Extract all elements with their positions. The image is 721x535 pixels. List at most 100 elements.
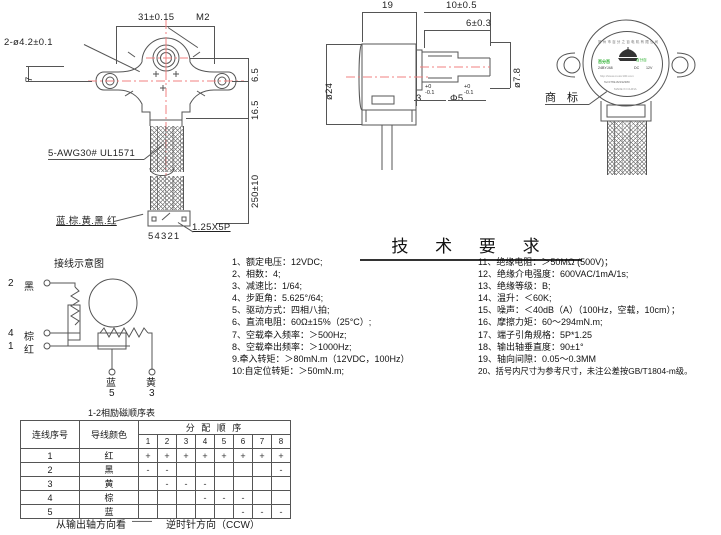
spec-item: 20、括号内尺寸为参考尺寸，未注公差按GB/T1804-m级。 xyxy=(478,365,693,376)
header-wire-color: 导线颜色 xyxy=(79,420,139,449)
plan-outline xyxy=(88,20,244,176)
tick-6_5-bot xyxy=(232,81,248,82)
row-color: 黑 xyxy=(79,462,139,477)
table-footer-left: 从输出轴方向看 xyxy=(56,520,126,531)
tech-requirements-title: 技 术 要 求 xyxy=(360,232,582,261)
spec-item: 16、摩擦力矩：60～294mN.m; xyxy=(478,317,603,328)
step-col-6: 6 xyxy=(233,434,253,449)
label-website: http://www.motor100.com xyxy=(600,74,634,78)
terminal-num-2: 2 xyxy=(8,278,14,289)
row-step: + xyxy=(233,448,253,463)
dim-31: 31±0.15 xyxy=(138,12,175,23)
terminal-num-3: 3 xyxy=(149,388,155,399)
spec-item: 9.牵入转矩：＞80mN.m（12VDC，100Hz） xyxy=(232,353,410,364)
row-step: - xyxy=(195,476,215,491)
dim-250-line xyxy=(248,118,249,224)
row-step: - xyxy=(138,462,158,477)
dim-d5-underline xyxy=(448,100,486,101)
dim-78-b xyxy=(490,88,510,89)
row-step xyxy=(176,490,196,505)
table-row: 2 黑 - - - xyxy=(20,462,291,477)
dim-3: 3 xyxy=(416,93,422,104)
dim-6: 6±0.3 xyxy=(466,18,492,29)
spec-item: 15、噪声：＜40dB（A）（100Hz，空载，10cm）； xyxy=(478,305,681,316)
dim-78-t xyxy=(490,42,510,43)
dim-24-line xyxy=(326,44,327,124)
spec-item: 3、减速比：1/64; xyxy=(232,281,303,292)
ext-line-left xyxy=(116,26,117,64)
dim-16-5: 16.5 xyxy=(250,100,261,120)
side-outline xyxy=(346,43,491,170)
row-step: + xyxy=(138,448,158,463)
terminal-num-5: 5 xyxy=(109,388,115,399)
dim-dia7-8: ø7.8 xyxy=(512,67,523,88)
row-step: - xyxy=(195,490,215,505)
spec-item: 14、温升：＜60K; xyxy=(478,293,552,304)
row-step xyxy=(214,476,234,491)
trademark-label: 商 标 xyxy=(545,92,583,104)
wiring-caption: 接线示意图 xyxy=(54,259,104,270)
dim-250: 250±10 xyxy=(250,174,261,208)
dim-d5-tol-up: +0 xyxy=(464,84,471,90)
dim-d5-tol-dn: -0.1 xyxy=(464,89,474,96)
spec-item: 12、绝缘介电强度：600VAC/1mA/1s; xyxy=(478,269,629,280)
label-tel: Tel:0769-82192380 xyxy=(604,80,630,84)
dim-d5-group: Φ5 +0 -0.1 xyxy=(450,84,473,106)
row-step xyxy=(233,462,253,477)
row-step xyxy=(214,462,234,477)
label-company-arc: 常 州 市 百 分 之 百 电 机 有 限 公 司 xyxy=(598,40,659,44)
ext-19-l xyxy=(362,12,363,42)
spec-item: 2、相数：4; xyxy=(232,269,281,280)
excitation-table-caption: 1-2相励磁顺序表 xyxy=(88,408,156,418)
dim-6-5: 6.5 xyxy=(250,67,261,82)
dim-7-upper xyxy=(26,66,64,67)
dim-line-19 xyxy=(362,12,416,13)
table-footer-dash: —— xyxy=(132,516,152,527)
connector-body xyxy=(147,210,191,227)
dim-d5: Φ5 xyxy=(450,93,464,104)
row-step: - xyxy=(157,462,177,477)
row-no: 2 xyxy=(20,462,80,477)
row-step xyxy=(233,476,253,491)
row-step xyxy=(271,476,291,491)
row-step: + xyxy=(157,448,177,463)
product-label: 常 州 市 百 分 之 百 电 机 有 限 公 司 百分百 百分百 24BYJ4… xyxy=(591,31,663,97)
dim-line-10 xyxy=(424,12,490,13)
terminal-num-1: 1 xyxy=(8,341,14,352)
trademark-underline xyxy=(545,104,589,105)
row-step: + xyxy=(176,448,196,463)
step-col-1: 1 xyxy=(138,434,158,449)
row-step xyxy=(176,462,196,477)
row-step xyxy=(138,476,158,491)
table-row: 3 黄 - - - xyxy=(20,476,291,491)
row-step: + xyxy=(271,448,291,463)
spec-item: 7、空载牵入频率：＞500Hz; xyxy=(232,329,347,340)
header-sequence-group: 分 配 顺 序 xyxy=(138,420,291,435)
spec-item: 5、驱动方式：四相八拍; xyxy=(232,305,330,316)
wiring-schematic xyxy=(43,278,156,376)
dim-3-underline xyxy=(414,100,446,101)
row-color: 棕 xyxy=(79,490,139,505)
spec-item: 13、绝缘等级：B; xyxy=(478,281,551,292)
table-footer-right: 逆时针方向（CCW） xyxy=(166,520,260,531)
spec-item: 8、空载牵出频率：＞1000Hz; xyxy=(232,341,352,352)
row-step xyxy=(271,490,291,505)
top-view-drawing: 31±0.15 M2 2-ø4.2±0.1 xyxy=(0,0,270,242)
row-no: 3 xyxy=(20,476,80,491)
terminal-color-brown: 棕 xyxy=(24,332,34,343)
dim-line-6 xyxy=(424,30,490,31)
row-no: 1 xyxy=(20,448,80,463)
step-col-5: 5 xyxy=(214,434,234,449)
dim-3-group: 3 +0 -0.1 xyxy=(416,84,434,106)
row-step xyxy=(252,476,272,491)
dim-78-line xyxy=(510,42,511,88)
connector-pins: 54321 xyxy=(148,231,181,242)
ext-6-l xyxy=(424,30,425,48)
row-color: 红 xyxy=(79,448,139,463)
dim-7-lower xyxy=(26,81,92,82)
terminal-color-red: 红 xyxy=(24,345,34,356)
tick-6_5-top xyxy=(190,58,248,59)
wire-spec: 5-AWG30# UL1571 xyxy=(48,148,136,159)
row-no: 5 xyxy=(20,504,80,519)
cable-bend xyxy=(149,168,175,176)
